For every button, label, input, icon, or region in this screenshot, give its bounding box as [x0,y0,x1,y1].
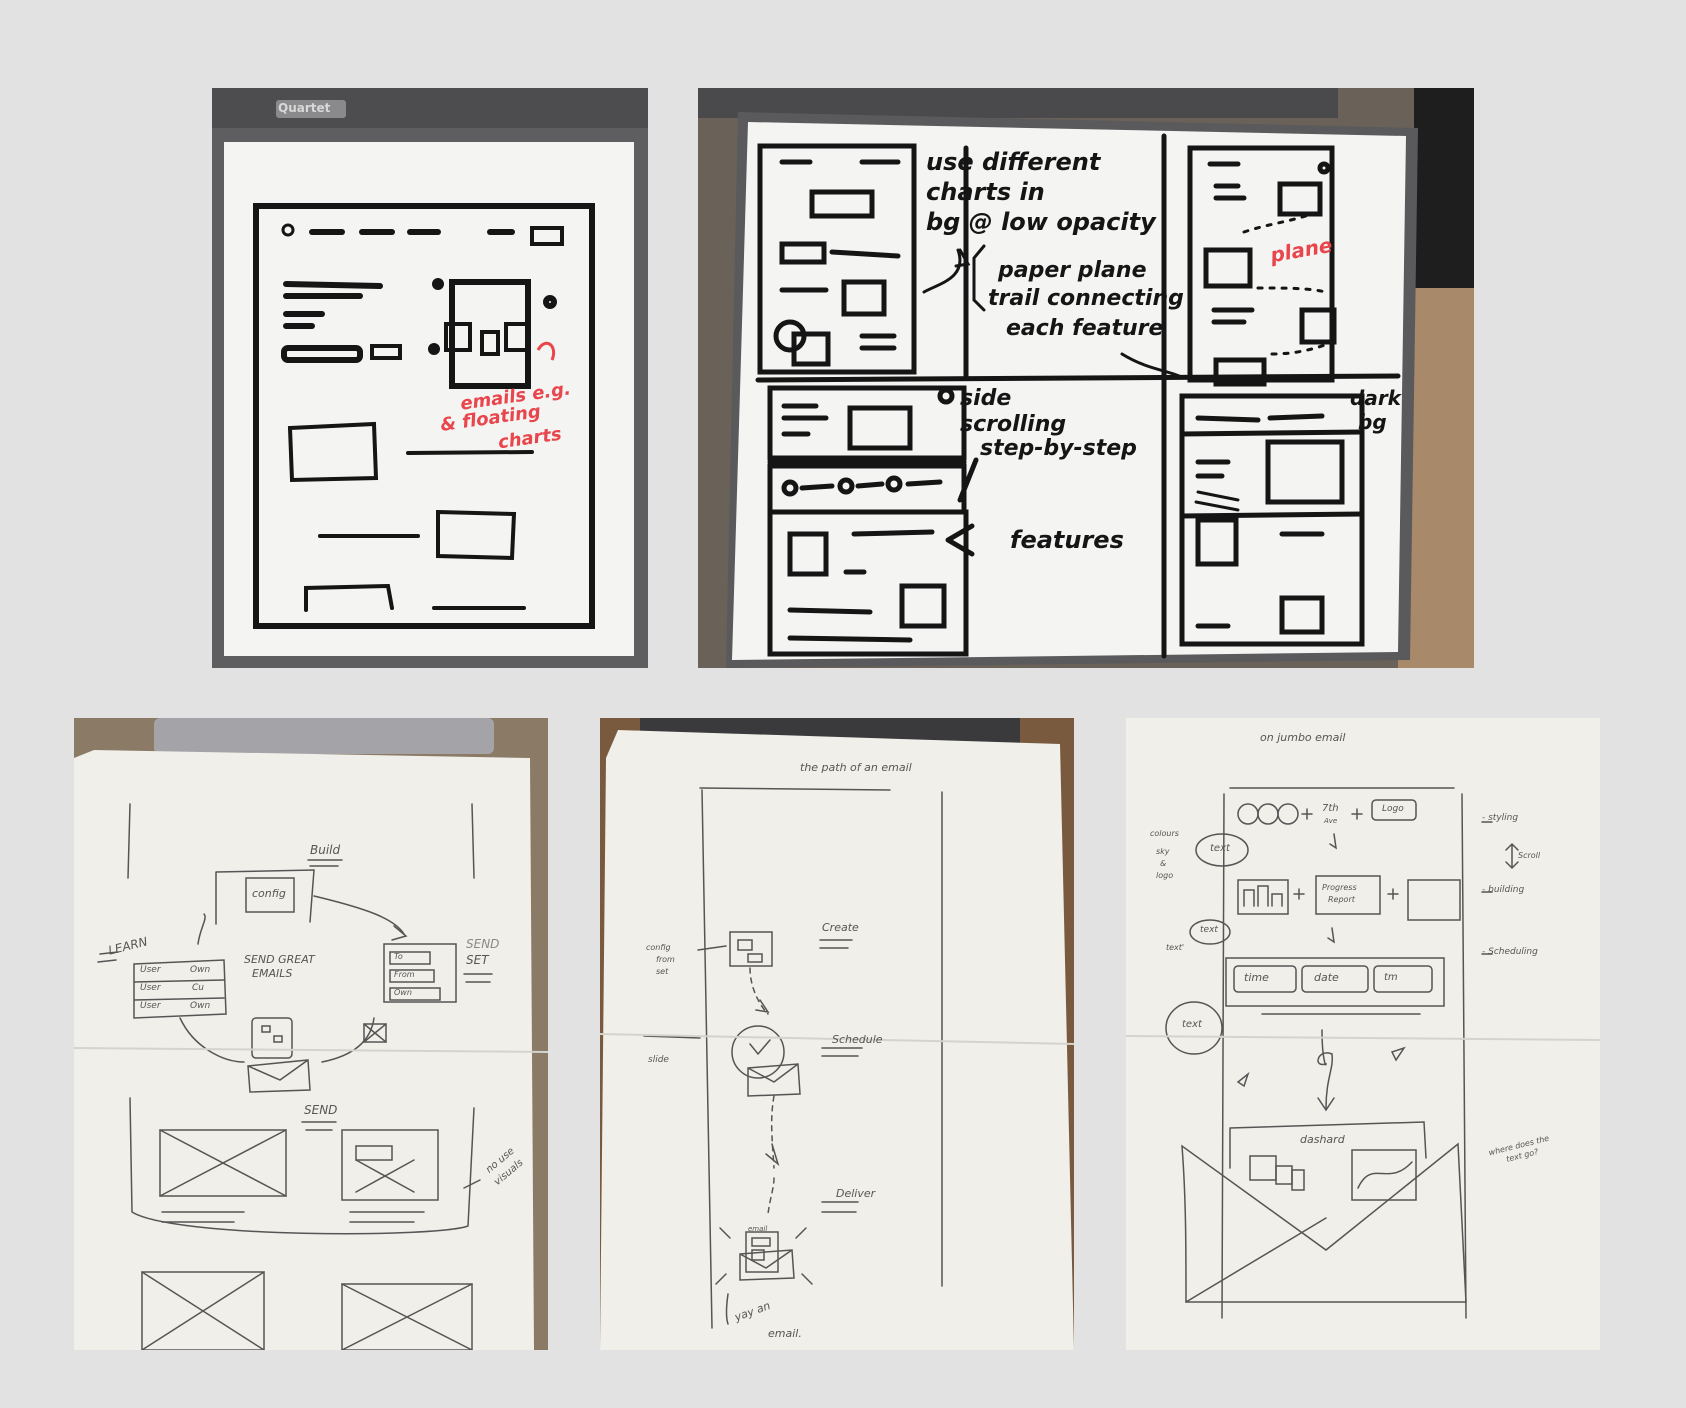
label-logo: Logo [1382,804,1404,814]
label-config-side-2: from [656,955,675,964]
label-date: date [1314,971,1339,984]
photo-paper-left: Build config LEARN SEND GREAT EMAILS SEN… [74,718,548,1350]
paper-right-drawing [1126,718,1600,1350]
note-features: features [1010,526,1124,554]
label-user-3b: Own [190,1001,211,1011]
label-schedule: Schedule [832,1033,883,1046]
note-scroll-line2: scrolling [960,412,1067,437]
label-user-3: User [140,1001,161,1011]
note-scroll-line1: side [960,386,1012,411]
note-charts-line2: charts in [926,178,1045,206]
label-config: config [252,887,286,900]
label-building: - building [1482,885,1525,895]
label-day: 7th [1322,803,1339,814]
photo-whiteboard-right: use different charts in bg @ low opacity… [698,88,1474,668]
label-send-great-1: SEND GREAT [244,953,315,966]
label-text-top: text [1210,843,1230,854]
label-user-1: User [140,965,161,975]
label-set-to: To [394,952,403,961]
whiteboard-right-drawing [698,88,1474,668]
label-slide: slide [648,1055,669,1065]
label-logo-note: logo [1156,871,1174,880]
label-progress-2: Report [1328,895,1355,904]
label-progress-1: Progress [1322,883,1357,892]
note-plane-line3: each feature [1006,316,1164,341]
label-styling: - styling [1482,813,1519,823]
photo-paper-right: on jumbo email colours sky & logo 7th Av… [1126,718,1600,1350]
label-scroll: Scroll [1518,851,1541,860]
label-config-side-1: config [646,943,671,952]
label-user-2b: Cu [192,983,204,993]
label-set-own: Own [394,988,412,997]
label-user-1b: Own [190,965,211,975]
note-charts-line3: bg @ low opacity [926,208,1156,236]
label-email-envelope: email [748,1225,768,1233]
label-time: time [1244,971,1269,984]
label-deliver: Deliver [836,1187,876,1200]
label-ave: Ave [1324,817,1338,825]
paper-middle-drawing [600,718,1074,1350]
label-config-side-3: set [656,967,669,976]
note-dark-line2: bg [1358,410,1387,434]
label-amp: & [1160,859,1167,868]
label-send: SEND [304,1103,338,1117]
note-plane-line1: paper plane [998,258,1147,283]
footer-yay-2: email. [768,1327,802,1340]
label-colours: colours [1150,829,1179,838]
label-tz: tm [1384,972,1398,983]
label-dashboard: dashard [1300,1133,1345,1146]
note-dark-line1: dark [1350,386,1401,410]
label-send-set-2: SET [466,953,489,967]
note-plane-line2: trail connecting [988,286,1184,311]
label-send-set-1: SEND [466,937,500,951]
label-create: Create [822,921,859,934]
label-text-note: text' [1166,943,1185,952]
label-set-from: From [394,970,415,979]
label-build: Build [310,843,341,857]
note-scroll-line3: step-by-step [980,436,1137,461]
paper-left-drawing [74,718,548,1350]
whiteboard-left-drawing [212,88,648,668]
label-text-mid: text [1200,925,1218,935]
label-user-2: User [140,983,161,993]
label-text-bottom: text [1182,1019,1202,1030]
photo-paper-middle: the path of an email Create Schedule Del… [600,718,1074,1350]
label-send-great-2: EMAILS [252,967,293,980]
label-sky: sky [1156,847,1170,856]
label-scheduling: - Scheduling [1482,947,1538,957]
title-path-of-email: the path of an email [800,761,912,774]
note-charts-line1: use different [926,148,1101,176]
title-jumbo-email: on jumbo email [1260,731,1346,744]
quartet-logo: Quartet [278,101,331,115]
photo-whiteboard-left: Quartet emails e.g. & floating charts [212,88,648,668]
